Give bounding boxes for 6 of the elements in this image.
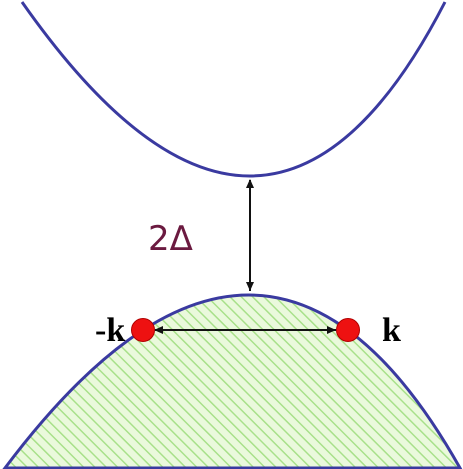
momentum-label: k (382, 314, 401, 348)
momentum-label: -k (95, 314, 126, 348)
state-dot (131, 318, 155, 342)
gap-label: 2Δ (148, 222, 193, 256)
arrow (154, 326, 336, 334)
state-dot (336, 318, 360, 342)
